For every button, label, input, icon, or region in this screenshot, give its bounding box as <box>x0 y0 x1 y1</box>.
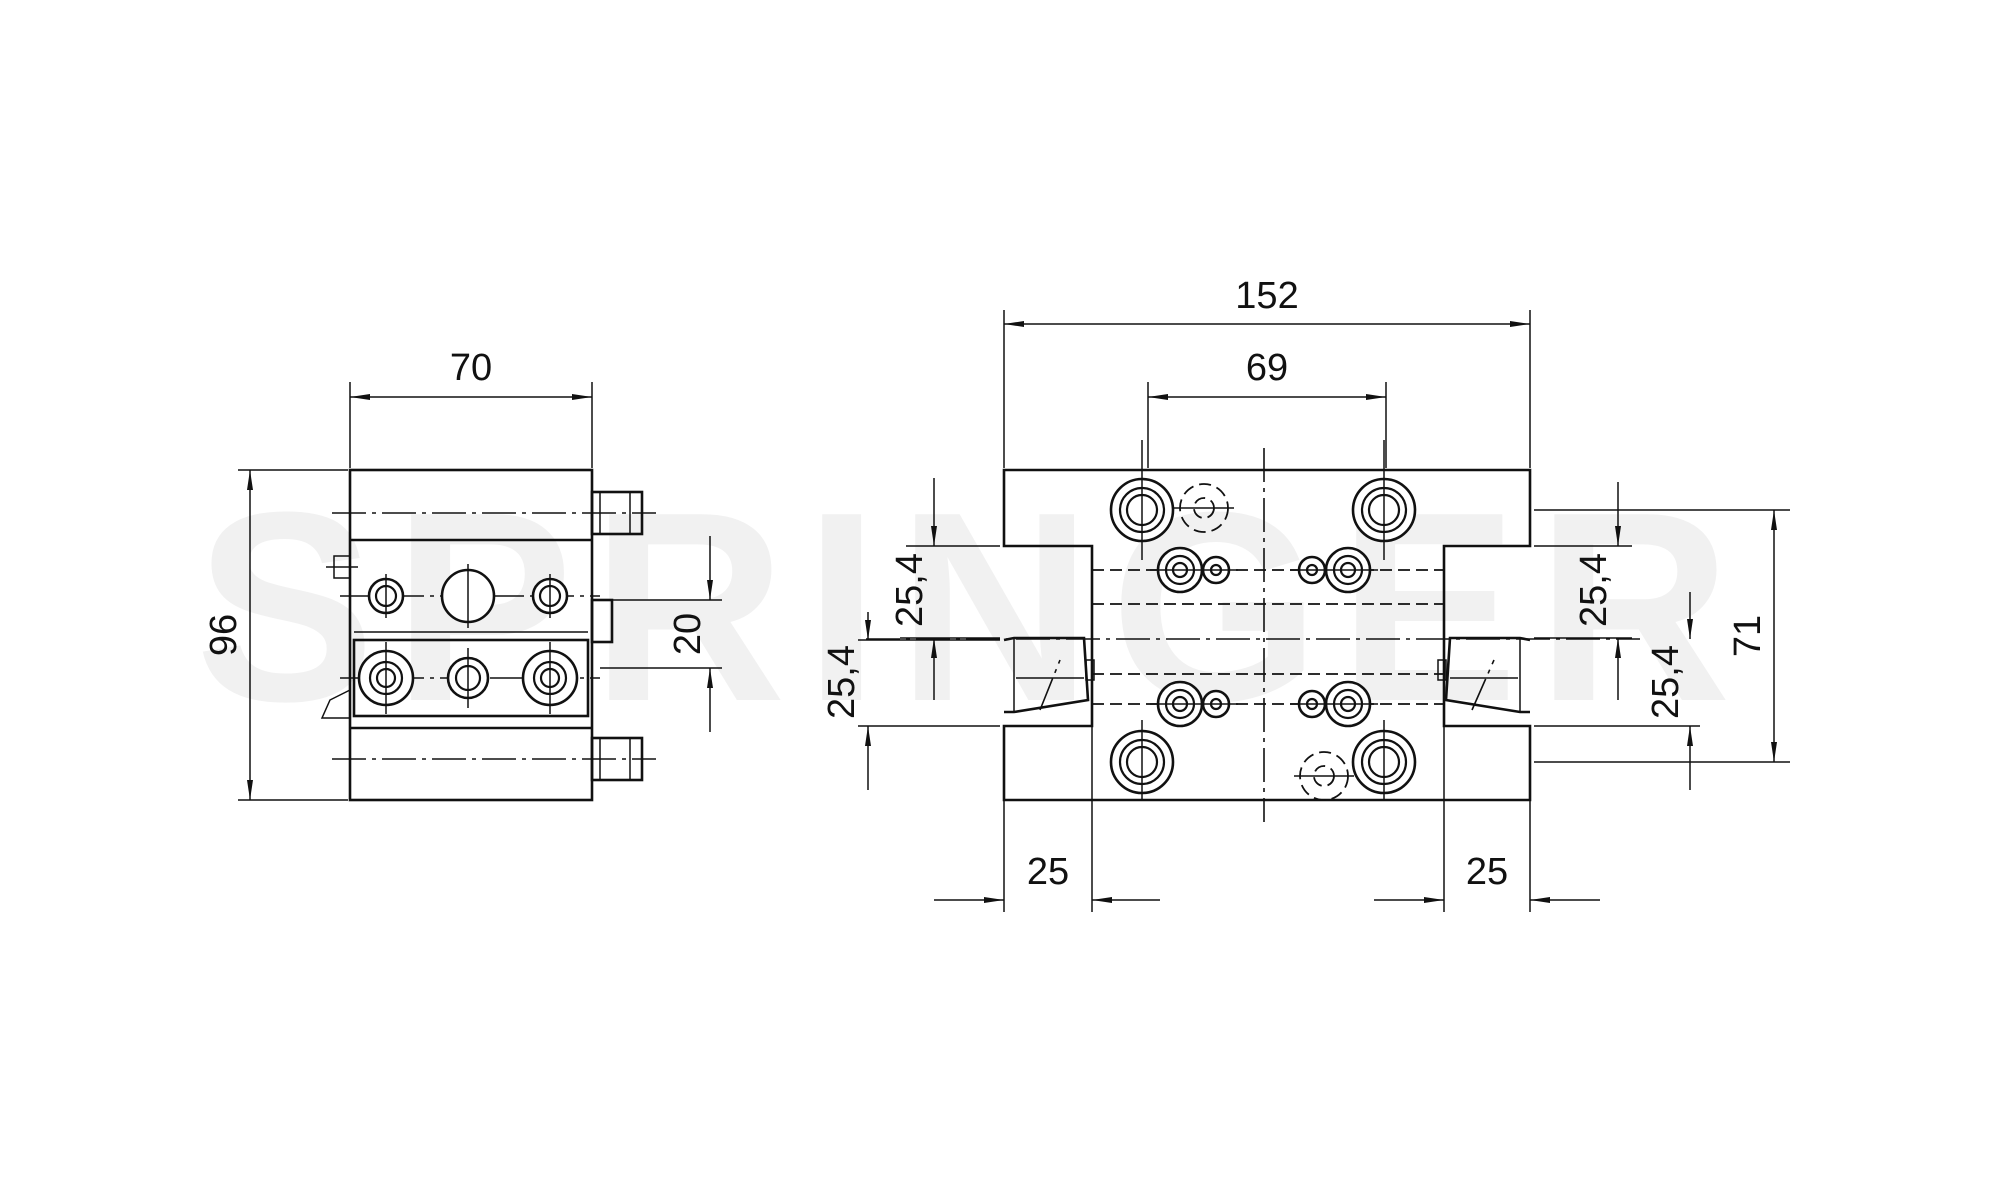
dimension-152: 152 <box>1003 275 1531 468</box>
front-view: 152 69 25,4 25,4 <box>821 275 1790 912</box>
svg-text:25,4: 25,4 <box>821 645 863 719</box>
svg-text:25: 25 <box>1027 851 1069 893</box>
side-view: 70 96 20 <box>203 347 722 802</box>
dimension-20: 20 <box>600 536 722 732</box>
dimension-right-lower: 25,4 <box>1534 592 1700 790</box>
dimension-70: 70 <box>349 347 593 468</box>
side-hole-3 <box>531 574 569 618</box>
front-small-holes <box>1150 546 1378 728</box>
side-hole-2 <box>440 564 496 628</box>
front-hidden-hole-upper <box>1174 483 1234 533</box>
dimension-right-jaw: 25 <box>1374 726 1600 912</box>
side-hole-1 <box>367 574 405 618</box>
side-hole-6 <box>521 642 579 714</box>
svg-text:20: 20 <box>667 613 709 655</box>
watermark-logo: SPRINGER <box>195 457 1749 758</box>
svg-text:25,4: 25,4 <box>889 553 931 627</box>
svg-text:70: 70 <box>450 347 492 389</box>
right-jaw <box>1437 636 1531 714</box>
svg-text:152: 152 <box>1235 275 1298 317</box>
svg-text:71: 71 <box>1727 615 1769 657</box>
dimension-left-upper: 25,4 <box>889 478 1000 700</box>
dimension-right-upper: 25,4 <box>1534 482 1632 700</box>
dimension-71: 71 <box>1534 509 1790 763</box>
svg-text:25,4: 25,4 <box>1573 553 1615 627</box>
front-hidden-hole-lower <box>1294 751 1354 801</box>
front-hole-upper-left <box>1109 440 1175 560</box>
side-hole-5 <box>446 648 490 708</box>
front-hole-upper-right <box>1351 440 1417 560</box>
dimension-69: 69 <box>1147 347 1387 468</box>
svg-text:25,4: 25,4 <box>1645 645 1687 719</box>
side-hole-4 <box>357 642 415 714</box>
left-jaw <box>1003 636 1095 714</box>
svg-text:25: 25 <box>1466 851 1508 893</box>
front-hole-lower-right <box>1351 720 1417 800</box>
svg-text:69: 69 <box>1246 347 1288 389</box>
dimension-96: 96 <box>203 469 348 801</box>
dimension-left-lower: 25,4 <box>821 612 1000 790</box>
dimension-left-jaw: 25 <box>934 726 1160 912</box>
front-hole-lower-left <box>1109 720 1175 800</box>
svg-text:96: 96 <box>203 614 245 656</box>
